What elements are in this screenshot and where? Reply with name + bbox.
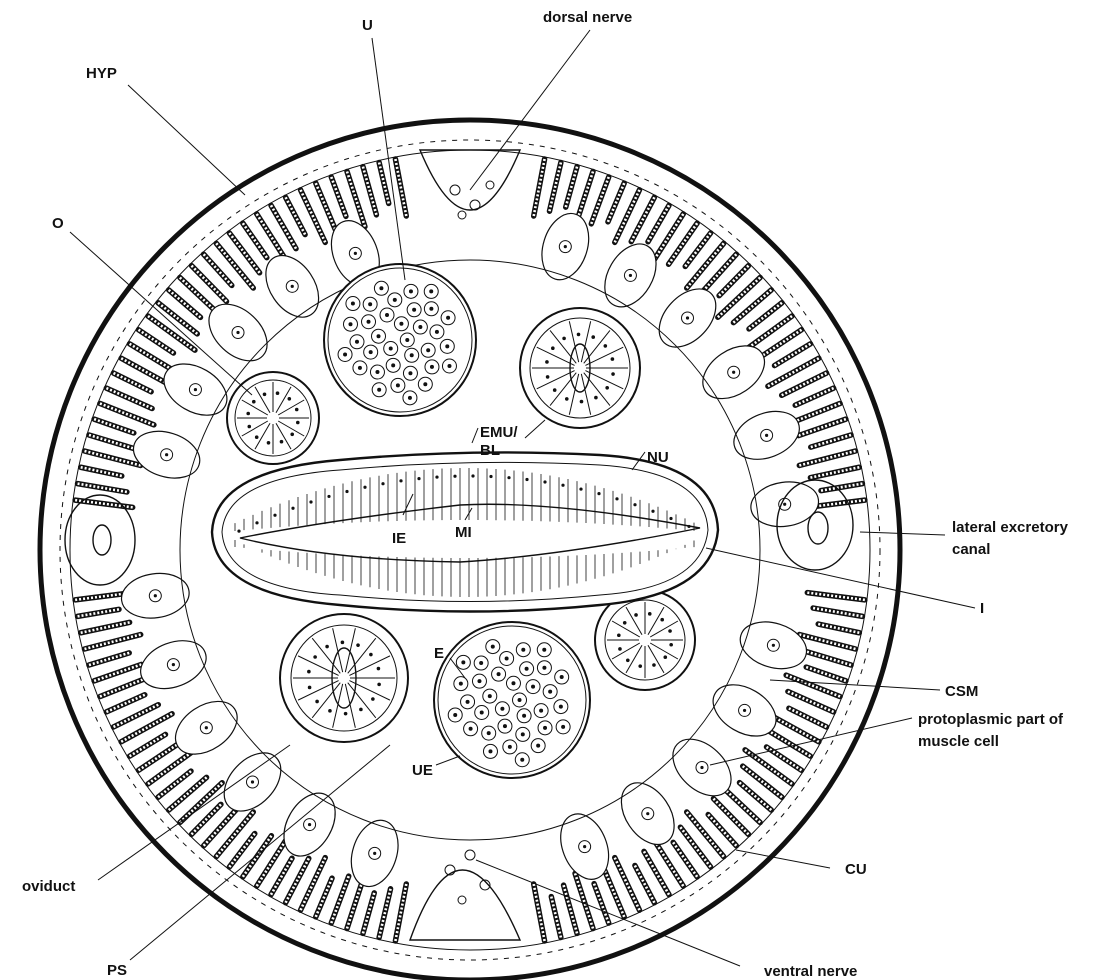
uterus-dorsal xyxy=(324,264,476,416)
label-I: I xyxy=(980,600,984,617)
uterus-ventral xyxy=(434,622,590,778)
oviduct-ventral-left xyxy=(280,614,408,742)
label-IE: IE xyxy=(392,530,406,547)
label-ventral-nerve: ventral nerve xyxy=(764,963,857,980)
label-oviduct: oviduct xyxy=(22,878,75,895)
label-CU: CU xyxy=(845,861,867,878)
label-PS: PS xyxy=(107,962,127,979)
label-EMU: EMU/ xyxy=(480,424,518,441)
label-UE: UE xyxy=(412,762,433,779)
label-NU: NU xyxy=(647,449,669,466)
label-protoplasmic-1: protoplasmic part of xyxy=(918,711,1064,728)
label-protoplasmic-2: muscle cell xyxy=(918,733,999,750)
label-BL: BL xyxy=(480,442,500,459)
label-lateral-excretory-2: canal xyxy=(952,541,990,558)
label-MI: MI xyxy=(455,524,472,541)
label-HYP: HYP xyxy=(86,65,117,82)
label-dorsal-nerve: dorsal nerve xyxy=(543,9,632,26)
ovary-left xyxy=(227,372,319,464)
label-U: U xyxy=(362,17,373,34)
label-E: E xyxy=(434,645,444,662)
label-lateral-excretory-1: lateral excretory xyxy=(952,519,1069,536)
oviduct-dorsal-right xyxy=(520,308,640,428)
label-CSM: CSM xyxy=(945,683,978,700)
label-O: O xyxy=(52,215,64,232)
